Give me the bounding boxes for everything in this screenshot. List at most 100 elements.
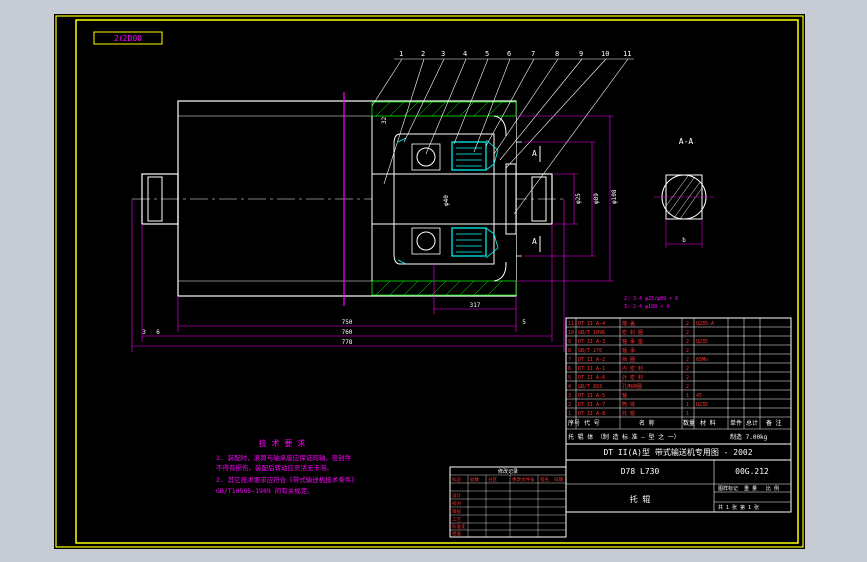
part-name: 托 辊 — [630, 494, 651, 504]
stamp-box — [93, 31, 163, 45]
svg-text:DT II A-6: DT II A-6 — [578, 375, 605, 381]
part-number: 3 — [441, 50, 445, 58]
revision-header: 更改文件号 — [512, 476, 535, 483]
section-mark-a: A — [532, 237, 537, 246]
seal-bottom — [451, 227, 487, 257]
svg-text:DT II A-1: DT II A-1 — [578, 366, 605, 372]
dim-5: 5 — [522, 319, 526, 326]
sheet-info: 共 1 张 第 1 张 — [718, 504, 759, 511]
dim-6: 6 — [156, 329, 160, 336]
svg-text:Q235: Q235 — [696, 402, 708, 408]
svg-text:65Mn: 65Mn — [696, 357, 708, 363]
svg-text:2: 2 — [686, 357, 689, 363]
cad-viewport[interactable]: 2ℓ2D00 — [54, 14, 805, 549]
svg-text:DT II A-7: DT II A-7 — [578, 402, 605, 408]
drawing-number: D78 L730 — [621, 467, 660, 476]
dim-key: b — [682, 237, 686, 244]
svg-text:1: 1 — [686, 393, 689, 399]
header-cell: 数量 — [683, 419, 695, 427]
revision-header: 处数 — [470, 476, 479, 483]
table-row: 3 DT II A-5 轴 1 45 — [568, 392, 702, 399]
svg-text:GB/T 1096: GB/T 1096 — [578, 330, 605, 336]
revision-role: 工艺 — [452, 517, 461, 523]
vertical-dimensions — [516, 115, 614, 282]
tech-note-line: 1. 装配时，滚筒与轴承座应保证同轴，密封件 — [216, 453, 352, 462]
revision-header: 分区 — [488, 476, 497, 483]
part-number: 7 — [531, 50, 535, 58]
header-cell: 总计 — [746, 419, 758, 427]
parts-header: 序号 代 号 名 称 数量 材 料 单件 总计 备 注 — [568, 419, 782, 427]
svg-text:4: 4 — [568, 384, 571, 390]
scale-label: 重 量 — [744, 485, 757, 492]
svg-text:DT II A-4: DT II A-4 — [578, 321, 605, 327]
revision-header: 签名 — [540, 476, 549, 483]
table-row: 6 DT II A-1 内 密 封 2 — [568, 365, 689, 372]
svg-text:Q235-A: Q235-A — [696, 321, 714, 327]
revision-header: 日期 — [554, 477, 563, 483]
tech-note-line: GB/T10595-1989 的有关规定。 — [216, 486, 314, 495]
dim-778: 778 — [342, 339, 353, 346]
revision-table: 修改记录 标记 处数 分区 更改文件号 签名 日期 设计 校对 审核 工艺 标准… — [449, 466, 567, 538]
svg-text:内 密 封: 内 密 封 — [622, 365, 643, 372]
svg-text:1: 1 — [686, 411, 689, 417]
svg-text:孔用挡圈: 孔用挡圈 — [622, 383, 642, 390]
svg-text:45: 45 — [696, 393, 702, 399]
svg-text:3: 3 — [568, 393, 571, 399]
scale-label: 比 例 — [766, 485, 779, 492]
tech-notes-title: 技 术 要 求 — [259, 438, 305, 448]
svg-text:2: 2 — [686, 384, 689, 390]
scale-label: 图样标记 — [718, 485, 738, 492]
revision-role: 校对 — [452, 500, 461, 507]
part-number: 10 — [601, 50, 609, 58]
inner-frame — [75, 19, 799, 544]
drawing-code: 00G.212 — [735, 467, 769, 476]
svg-text:1: 1 — [568, 411, 571, 417]
part-leaders — [371, 58, 634, 215]
svg-text:2: 2 — [686, 366, 689, 372]
revision-role: 标准化 — [452, 523, 466, 530]
part-number: 11 — [623, 50, 631, 58]
svg-text:6: 6 — [568, 366, 571, 372]
svg-text:5: 5 — [568, 375, 571, 381]
tech-notes: 技 术 要 求 1. 装配时，滚筒与轴承座应保证同轴，密封件 不得有损伤，装配后… — [216, 438, 358, 495]
section-mark-a: A — [532, 149, 537, 158]
svg-text:外 密 封: 外 密 封 — [622, 374, 643, 381]
revision-role: 设计 — [452, 492, 461, 499]
svg-text:2: 2 — [568, 402, 571, 408]
tech-note-line: 2. 其它技术要求应符合《带式输送机技术条件》 — [216, 475, 358, 484]
svg-text:2: 2 — [686, 339, 689, 345]
header-cell: 备 注 — [766, 419, 782, 427]
dim-3: 3 — [142, 329, 146, 336]
svg-text:筒 体: 筒 体 — [622, 401, 635, 408]
svg-text:DT II A-3: DT II A-3 — [578, 339, 605, 345]
title-block: DT II(A)型 带式输送机专用图 - 2002 D78 L730 00G.2… — [565, 443, 792, 513]
outer-frame — [55, 15, 804, 548]
tech-note-line: 不得有损伤，装配后转动应灵活无卡滞。 — [216, 463, 333, 472]
svg-text:轴 承: 轴 承 — [622, 347, 635, 354]
svg-text:7: 7 — [568, 357, 571, 363]
svg-text:端 盖: 端 盖 — [622, 320, 635, 327]
header-cell: 名 称 — [639, 419, 655, 427]
svg-text:Q235: Q235 — [696, 339, 708, 345]
svg-text:轴: 轴 — [622, 392, 627, 399]
header-cell: 代 号 — [584, 419, 600, 427]
seal-top — [451, 141, 487, 171]
header-cell: 材 料 — [700, 419, 716, 427]
svg-text:DT II A-5: DT II A-5 — [578, 393, 605, 399]
svg-text:托 辊: 托 辊 — [622, 410, 635, 417]
dim-32: 32 — [381, 116, 388, 124]
dim-317: 317 — [470, 302, 481, 309]
svg-text:10: 10 — [568, 330, 574, 336]
table-footer-2: 制造 7.00kg — [730, 433, 768, 441]
part-number: 1 — [399, 50, 403, 58]
part-number: 2 — [421, 50, 425, 58]
note-line: 3: 2-4 φ108 × 4 — [624, 304, 669, 310]
